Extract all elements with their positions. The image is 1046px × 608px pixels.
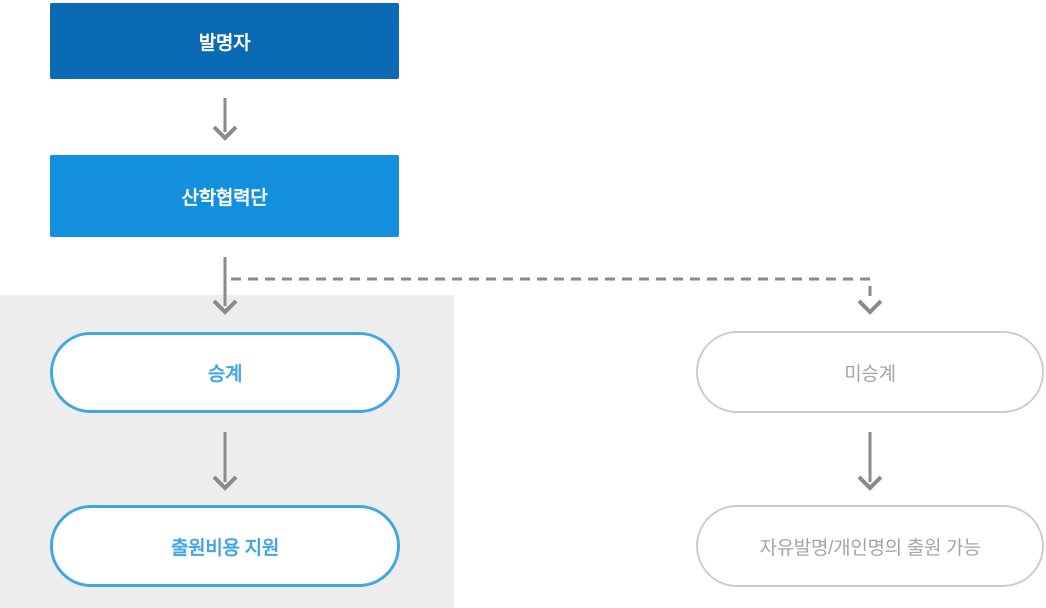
node-inventor-label: 발명자 [198,32,251,54]
node-non-succession: 미승계 [696,331,1044,413]
node-succession: 승계 [50,332,400,413]
node-cost-support-label: 출원비용 지원 [170,537,280,559]
node-cost-support: 출원비용 지원 [50,505,400,587]
node-foundation: 산학협력단 [50,155,399,237]
node-succession-label: 승계 [207,364,243,385]
edge-inventor-foundation [212,98,238,141]
node-free-invention: 자유발명/개인명의 출원 가능 [696,505,1044,587]
node-free-invention-label: 자유발명/개인명의 출원 가능 [759,537,981,559]
node-foundation-label: 산학협력단 [181,187,268,209]
node-non-succession-label: 미승계 [844,363,896,385]
node-inventor: 발명자 [50,3,399,79]
edge-non-succession-free-invention [857,432,883,491]
